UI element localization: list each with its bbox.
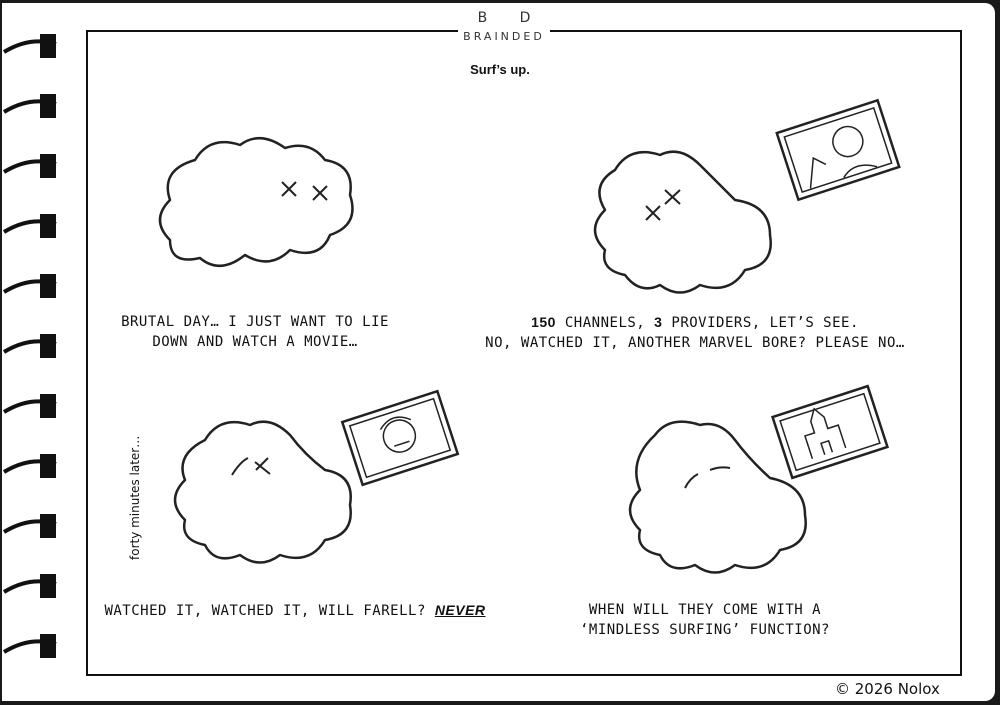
panel-1-caption: BRUTAL DAY… I JUST WANT TO LIE DOWN AND … (110, 312, 400, 352)
panel-4-caption-line1: WHEN WILL THEY COME WITH A (588, 602, 822, 618)
tired-eyes-4 (684, 466, 731, 489)
half-open-eyes-3 (231, 457, 271, 476)
never-emphasis: NEVER (434, 602, 486, 618)
spiral-binding (2, 34, 57, 658)
copyright-notice: © 2026 Nolox (835, 680, 940, 698)
time-skip-note: forty minutes later… (128, 435, 142, 560)
closed-eyes-1 (281, 181, 328, 201)
thought-cloud-2 (593, 150, 772, 294)
panel-2-text-a: CHANNELS, (555, 315, 655, 331)
panel-1-caption-line1: BRUTAL DAY… I JUST WANT TO LIE (121, 314, 389, 330)
brand-logo: B D BRAINDED (458, 10, 550, 54)
thought-cloud-4 (628, 420, 807, 574)
panel-4-caption: WHEN WILL THEY COME WITH A ‘MINDLESS SUR… (560, 600, 850, 640)
panel-2-caption-line2: NO, WATCHED IT, ANOTHER MARVEL BORE? PLE… (485, 335, 905, 351)
panel-3-text: WATCHED IT, WATCHED IT, WILL FARELL? (104, 603, 435, 619)
panel-1-caption-line2: DOWN AND WATCH A MOVIE… (152, 334, 358, 350)
provider-count: 3 (654, 314, 663, 330)
panel-2-caption-line1: 150 CHANNELS, 3 PROVIDERS, LET’S SEE. (480, 312, 910, 333)
logo-letters: B D (477, 10, 545, 26)
tv-picture-villain (775, 98, 901, 202)
channel-count: 150 (531, 314, 556, 330)
logo-word: BRAINDED (463, 30, 545, 43)
comic-title: Surf’s up. (470, 62, 530, 77)
thought-cloud-3 (173, 420, 352, 564)
tv-picture-actor (340, 389, 460, 487)
thought-cloud-1 (158, 137, 354, 267)
panel-2-caption: 150 CHANNELS, 3 PROVIDERS, LET’S SEE. NO… (480, 312, 910, 353)
tv-picture-castle (770, 384, 890, 480)
panel-3-caption: WATCHED IT, WATCHED IT, WILL FARELL? NEV… (100, 600, 490, 621)
closed-eyes-2 (645, 189, 681, 221)
panel-4-caption-line2: ‘MINDLESS SURFING’ FUNCTION? (579, 622, 830, 638)
panel-2-text-b: PROVIDERS, LET’S SEE. (662, 315, 859, 331)
